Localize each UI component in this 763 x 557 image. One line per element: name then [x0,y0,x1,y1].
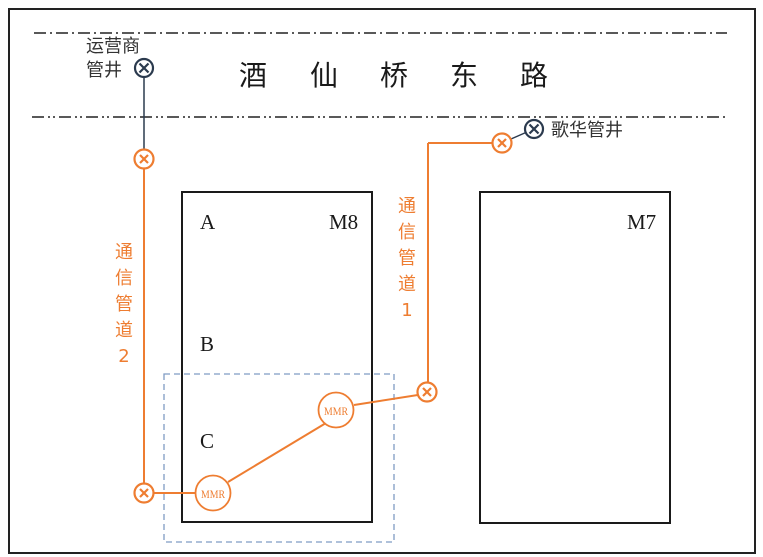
road-name-char: 东 [450,59,478,92]
x-circle-icon [491,132,513,154]
conduit-1-bottom-manhole[interactable] [416,381,438,403]
mmr-upper[interactable]: MMR [317,391,355,429]
road-name-char: 桥 [380,59,408,92]
building-m8[interactable] [181,191,373,523]
x-circle-icon [416,381,438,403]
conduit-2-label-char: 道 [115,320,133,341]
conduit-1-label-char: 道 [398,274,416,295]
conduit-1-label-char: 通 [398,196,416,217]
x-circle-icon [133,482,155,504]
conduit-1-label-char: 信 [398,222,416,243]
zone-c-label: C [200,429,214,453]
conduit-1-label: 通 信 管 道 1 [398,196,416,321]
mmr-lower-label: MMR [201,487,225,501]
gehua-manhole-label: 歌华管井 [551,120,623,141]
road-name: 酒 仙 桥 东 路 [239,59,548,92]
zone-b-label: B [200,332,214,356]
road-name-char: 仙 [310,59,338,92]
mmr-lower-circle [194,474,232,512]
building-m7[interactable] [479,191,671,524]
conduit-2-label-char: 信 [115,268,133,289]
conduit-2-label-char: 2 [118,346,129,367]
conduit-2-label-char: 通 [115,242,133,263]
building-m8-label: M8 [329,210,358,234]
mmr-interconnect-line [227,422,327,483]
mmr-upper-label: MMR [324,404,348,418]
gehua-connector-line [510,131,528,140]
conduit-2-top-manhole[interactable] [133,148,155,170]
operator-manhole-label-line2: 管井 [86,60,122,81]
conduit-2-label: 通 信 管 道 2 [115,242,133,367]
x-circle-icon [133,148,155,170]
conduit-1-top-manhole[interactable] [491,132,513,154]
operator-manhole-label-line1: 运营商 [86,36,140,57]
x-circle-icon [133,57,155,79]
conduit-2-bottom-manhole[interactable] [133,482,155,504]
conduit-1-label-char: 管 [398,248,416,269]
conduit-2[interactable] [143,168,196,494]
diagram-frame [8,8,756,554]
conduit-1-label-char: 1 [401,300,412,321]
building-m7-label: M7 [627,210,656,234]
conduit-2-label-char: 管 [115,294,133,315]
road-name-char: 路 [520,59,548,92]
mmr-upper-circle [317,391,355,429]
zone-a-label: A [200,210,216,234]
conduit-1[interactable] [427,142,492,382]
mmr-lower[interactable]: MMR [194,474,232,512]
road-name-char: 酒 [239,59,267,92]
x-circle-icon [523,118,545,140]
gehua-manhole[interactable] [523,118,545,140]
operator-manhole[interactable] [133,57,155,79]
zone-c-highlight-box [163,373,395,543]
